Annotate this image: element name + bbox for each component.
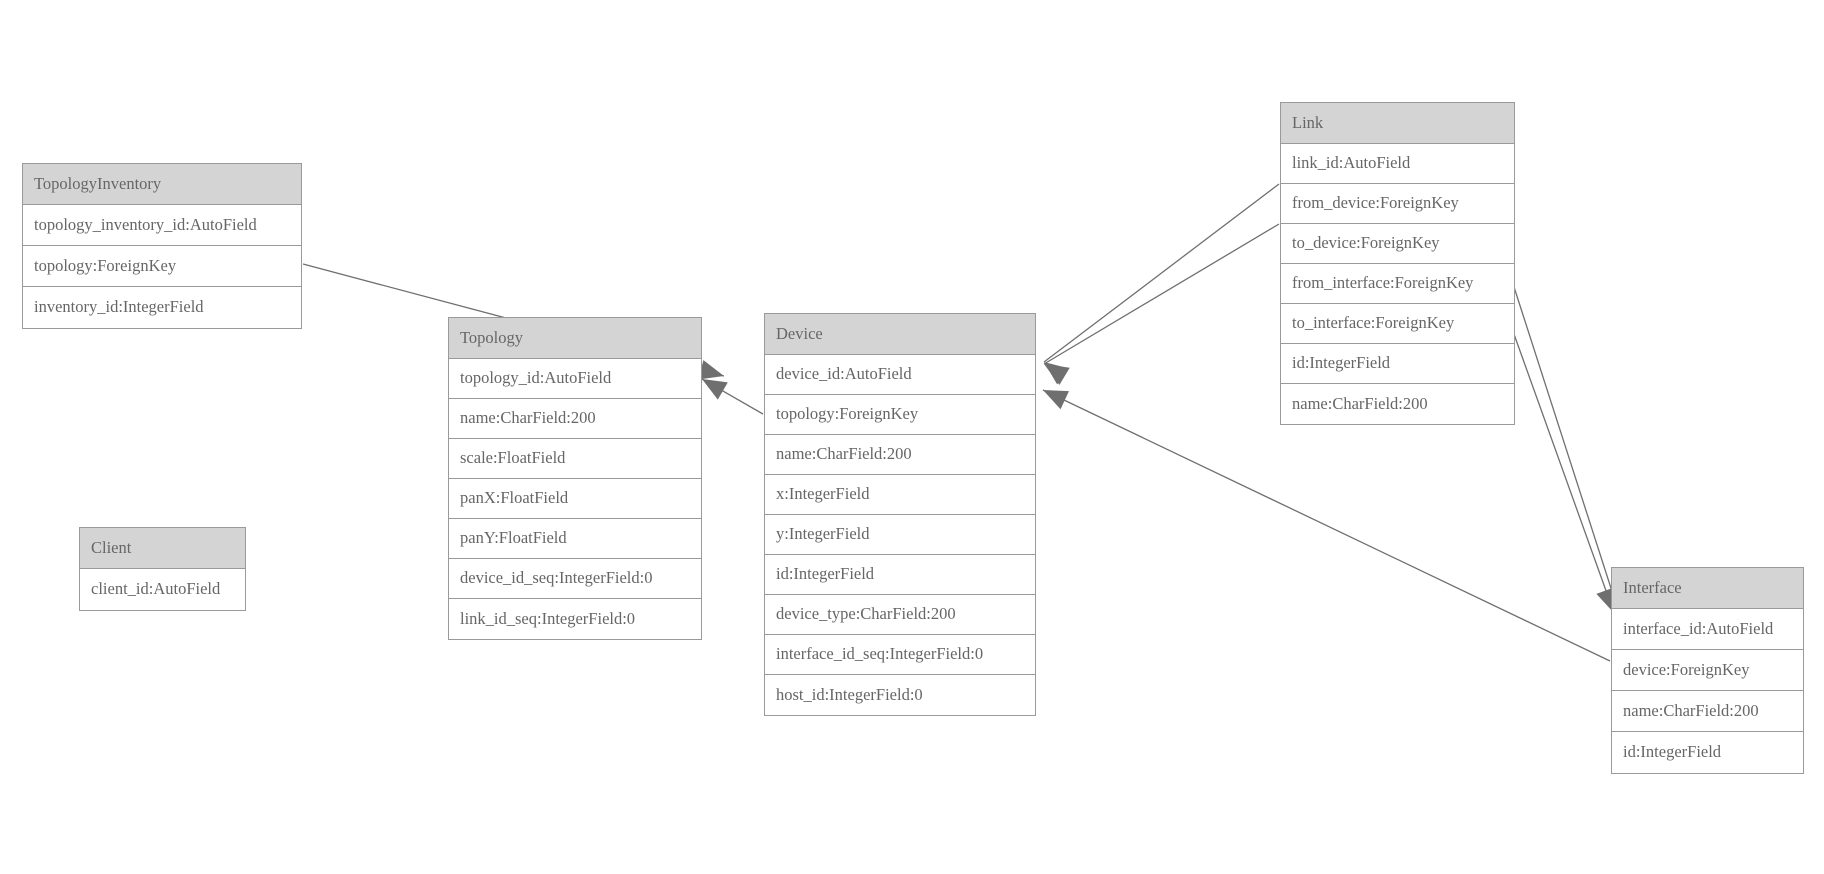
entity-field-row[interactable]: to_device:ForeignKey: [1281, 224, 1514, 264]
entity-field-row[interactable]: device_id:AutoField: [765, 355, 1035, 395]
entity-field-row[interactable]: inventory_id:IntegerField: [23, 287, 301, 328]
entity-field-row[interactable]: id:IntegerField: [1612, 732, 1803, 773]
entity-field-row[interactable]: link_id_seq:IntegerField:0: [449, 599, 701, 639]
entity-field-row[interactable]: device:ForeignKey: [1612, 650, 1803, 691]
entity-field-row[interactable]: topology:ForeignKey: [765, 395, 1035, 435]
relationship-edge: [1043, 223, 1280, 385]
entity-field-row[interactable]: topology:ForeignKey: [23, 246, 301, 287]
relationship-line: [1043, 183, 1280, 363]
entity-field-row[interactable]: interface_id:AutoField: [1612, 609, 1803, 650]
entity-field-row[interactable]: scale:FloatField: [449, 439, 701, 479]
entity-field-row[interactable]: device_id_seq:IntegerField:0: [449, 559, 701, 599]
entity-field-row[interactable]: panX:FloatField: [449, 479, 701, 519]
entity-field-row[interactable]: x:IntegerField: [765, 475, 1035, 515]
relationship-line: [1042, 389, 1611, 662]
entity-title-topology: Topology: [449, 318, 701, 359]
relationship-arrowhead: [698, 360, 724, 380]
entity-field-row[interactable]: from_device:ForeignKey: [1281, 184, 1514, 224]
relationship-edge: [1043, 183, 1280, 385]
entity-title-device: Device: [765, 314, 1035, 355]
entity-field-row[interactable]: y:IntegerField: [765, 515, 1035, 555]
entity-field-row[interactable]: id:IntegerField: [1281, 344, 1514, 384]
entity-field-row[interactable]: topology_inventory_id:AutoField: [23, 205, 301, 246]
relationship-edge: [701, 378, 764, 415]
entity-field-row[interactable]: client_id:AutoField: [80, 569, 245, 610]
entity-field-row[interactable]: name:CharField:200: [449, 399, 701, 439]
entity-field-row[interactable]: id:IntegerField: [765, 555, 1035, 595]
entity-field-row[interactable]: from_interface:ForeignKey: [1281, 264, 1514, 304]
relationship-line: [1043, 223, 1280, 365]
relationship-line: [1513, 286, 1620, 614]
entity-field-row[interactable]: to_interface:ForeignKey: [1281, 304, 1514, 344]
relationship-arrowhead: [1044, 364, 1070, 385]
entity-field-row[interactable]: host_id:IntegerField:0: [765, 675, 1035, 715]
relationship-line: [1509, 322, 1615, 614]
entity-fields-client: client_id:AutoField: [80, 569, 245, 610]
entity-field-row[interactable]: name:CharField:200: [1281, 384, 1514, 424]
relationship-line: [701, 378, 764, 415]
entity-field-row[interactable]: name:CharField:200: [1612, 691, 1803, 732]
entity-field-row[interactable]: device_type:CharField:200: [765, 595, 1035, 635]
entity-field-row[interactable]: name:CharField:200: [765, 435, 1035, 475]
entity-field-row[interactable]: panY:FloatField: [449, 519, 701, 559]
relationship-arrowhead: [1043, 390, 1069, 410]
entity-title-topology_inventory: TopologyInventory: [23, 164, 301, 205]
entity-field-row[interactable]: link_id:AutoField: [1281, 144, 1514, 184]
entity-field-row[interactable]: topology_id:AutoField: [449, 359, 701, 399]
entity-title-client: Client: [80, 528, 245, 569]
entity-title-link: Link: [1281, 103, 1514, 144]
entity-field-row[interactable]: interface_id_seq:IntegerField:0: [765, 635, 1035, 675]
relationship-edge: [1509, 322, 1616, 614]
entity-title-interface: Interface: [1612, 568, 1803, 609]
relationship-arrowhead: [1044, 362, 1070, 385]
